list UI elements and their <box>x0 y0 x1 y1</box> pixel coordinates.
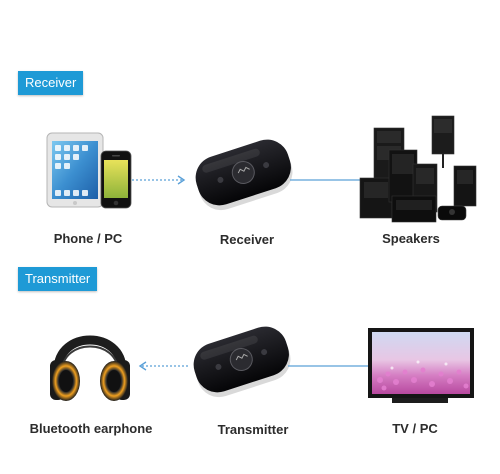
tv-pc-label: TV / PC <box>392 421 438 436</box>
arrow-to-receiver <box>132 175 186 185</box>
phone-icon <box>100 150 132 209</box>
transmitter-section-badge: Transmitter <box>18 267 98 291</box>
headphones-icon <box>50 335 130 401</box>
speakers-icon <box>359 115 477 223</box>
bluetooth-box-icon <box>193 326 291 398</box>
bluetooth-box-icon <box>195 139 293 211</box>
speakers-label: Speakers <box>382 231 440 246</box>
bluetooth-earphone-label: Bluetooth earphone <box>29 421 153 436</box>
tv-icon <box>368 328 474 403</box>
tablet-icon <box>46 132 104 208</box>
phone-pc-label: Phone / PC <box>53 231 123 246</box>
receiver-label: Receiver <box>219 232 275 247</box>
transmitter-label: Transmitter <box>217 422 289 437</box>
receiver-section-badge: Receiver <box>18 71 84 95</box>
arrow-to-headphones <box>138 361 190 371</box>
